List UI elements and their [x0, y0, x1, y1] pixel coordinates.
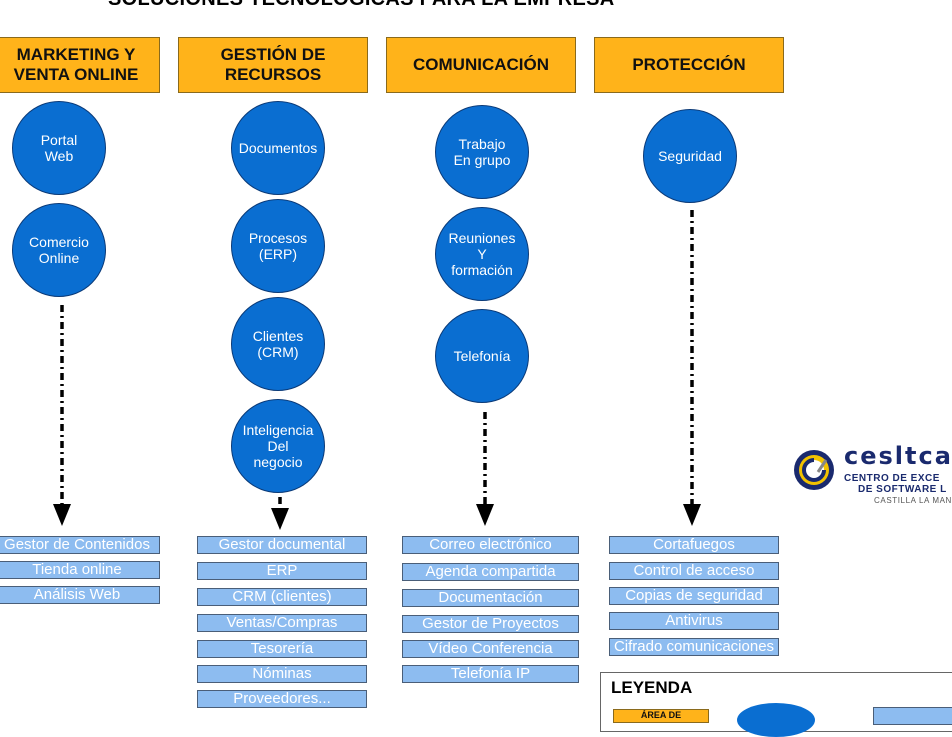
ceslcam-logo: cesltca CENTRO DE EXCE DE SOFTWARE L CAS… — [792, 442, 952, 505]
circle-documentos: Documentos — [231, 101, 325, 195]
logo-line-2: DE SOFTWARE L — [858, 484, 947, 495]
item-correo: Correo electrónico — [402, 536, 579, 554]
legend-item-swatch — [873, 707, 952, 725]
circle-trabajo-grupo: Trabajo En grupo — [435, 105, 529, 199]
arrowhead-proteccion — [683, 504, 701, 526]
legend-area-swatch: ÁREA DE — [613, 709, 709, 723]
logo-line-3: CASTILLA LA MANC — [874, 496, 952, 505]
item-gestor-documental: Gestor documental — [197, 536, 367, 554]
circle-clientes: Clientes (CRM) — [231, 297, 325, 391]
legend-title: LEYENDA — [611, 678, 693, 697]
circle-portal-web: Portal Web — [12, 101, 106, 195]
header-proteccion: PROTECCIÓN — [594, 37, 784, 93]
header-comunicacion: COMUNICACIÓN — [386, 37, 576, 93]
item-nominas: Nóminas — [197, 665, 367, 683]
item-crm: CRM (clientes) — [197, 588, 367, 606]
item-control-acceso: Control de acceso — [609, 562, 779, 580]
header-gestion: GESTIÓN DE RECURSOS — [178, 37, 368, 93]
item-video-conferencia: Vídeo Conferencia — [402, 640, 579, 658]
item-tienda-online: Tienda online — [0, 561, 160, 579]
item-agenda: Agenda compartida — [402, 563, 579, 581]
logo-wordmark: cesltca — [844, 442, 952, 470]
item-gestor-proyectos: Gestor de Proyectos — [402, 615, 579, 633]
item-erp: ERP — [197, 562, 367, 580]
item-cifrado: Cifrado comunicaciones — [609, 638, 779, 656]
item-documentacion: Documentación — [402, 589, 579, 607]
circle-seguridad: Seguridad — [643, 109, 737, 203]
item-gestor-contenidos: Gestor de Contenidos — [0, 536, 160, 554]
circle-procesos: Procesos (ERP) — [231, 199, 325, 293]
connector-arrows — [53, 210, 701, 530]
page-title: SOLUCIONES TECNOLÓGICAS PARA LA EMPRESA — [108, 0, 708, 11]
item-cortafuegos: Cortafuegos — [609, 536, 779, 554]
logo-mark-icon — [794, 450, 834, 490]
arrowhead-marketing — [53, 504, 71, 526]
header-marketing: MARKETING Y VENTA ONLINE — [0, 37, 160, 93]
item-proveedores: Proveedores... — [197, 690, 367, 708]
item-ventas-compras: Ventas/Compras — [197, 614, 367, 632]
legend-circle-swatch — [737, 703, 815, 737]
item-antivirus: Antivirus — [609, 612, 779, 630]
circle-reuniones: Reuniones Y formación — [435, 207, 529, 301]
circle-inteligencia: Inteligencia Del negocio — [231, 399, 325, 493]
arrowhead-gestion — [271, 508, 289, 530]
circle-telefonia: Telefonía — [435, 309, 529, 403]
item-analisis-web: Análisis Web — [0, 586, 160, 604]
item-copias-seguridad: Copias de seguridad — [609, 587, 779, 605]
legend-box: LEYENDA ÁREA DE — [600, 672, 952, 737]
circle-comercio-online: Comercio Online — [12, 203, 106, 297]
arrowhead-comunicacion — [476, 504, 494, 526]
item-telefonia-ip: Telefonía IP — [402, 665, 579, 683]
logo-line-1: CENTRO DE EXCE — [844, 473, 940, 484]
item-tesoreria: Tesorería — [197, 640, 367, 658]
